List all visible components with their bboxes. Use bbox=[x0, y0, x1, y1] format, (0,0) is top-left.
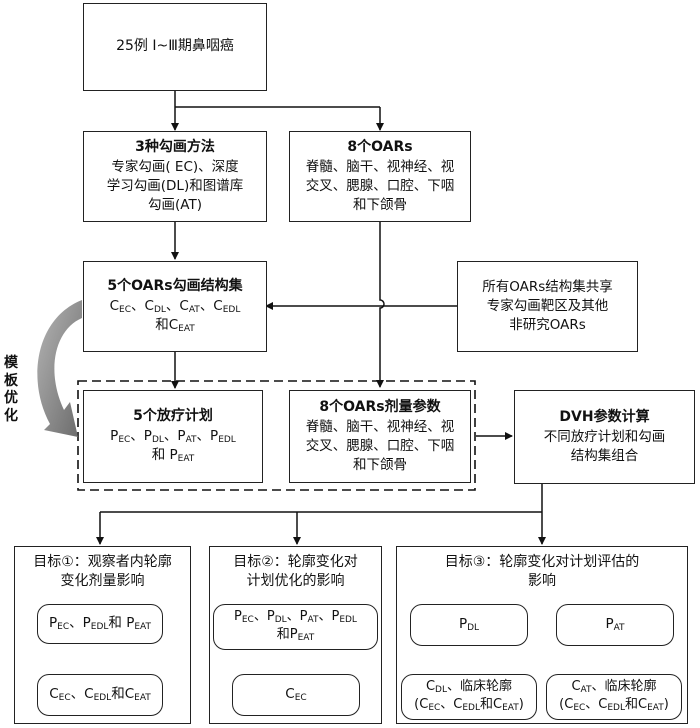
dose-title: 8个OARs剂量参数 bbox=[319, 399, 441, 416]
goal3-contours-dl: CDL、临床轮廓 (CEC、CEDL和CEAT) bbox=[401, 674, 537, 720]
oars-title: 8个OARs bbox=[347, 139, 413, 156]
oars-line: 和下颌骨 bbox=[353, 196, 407, 213]
dvh-line: 结构集组合 bbox=[570, 447, 639, 464]
goal3-plan-at: PAT bbox=[556, 604, 674, 646]
arrow-to-dose bbox=[376, 222, 385, 388]
shared-line: 专家勾画靶区及其他 bbox=[486, 298, 609, 315]
goal2-title: 目标②：轮廓变化对计划优化的影响 bbox=[233, 554, 358, 589]
methods-line: 专家勾画( EC)、深度 bbox=[111, 158, 239, 175]
dvh-title: DVH参数计算 bbox=[559, 409, 650, 426]
goal1-title: 目标①：观察者内轮廓变化剂量影响 bbox=[33, 554, 172, 589]
structsets-box: 5个OARs勾画结构集 CEC、CDL、CAT、CEDL 和CEAT bbox=[83, 261, 267, 352]
curved-arrow-icon bbox=[37, 300, 82, 437]
dose-line: 脊髓、脑干、视神经、视 bbox=[305, 418, 455, 435]
side-label: 模板 优化 bbox=[4, 355, 18, 424]
structsets-line1: CEC、CDL、CAT、CEDL bbox=[109, 297, 241, 315]
shared-box: 所有OARs结构集共享 专家勾画靶区及其他 非研究OARs bbox=[457, 261, 638, 352]
methods-line: 学习勾画(DL)和图谱库 bbox=[106, 177, 244, 194]
dose-line: 交叉、腮腺、口腔、下咽 bbox=[305, 437, 455, 454]
dose-line: 和下颌骨 bbox=[353, 456, 407, 473]
goal2-contours: CEC bbox=[232, 674, 360, 716]
methods-box: 3种勾画方法 专家勾画( EC)、深度 学习勾画(DL)和图谱库 勾画(AT) bbox=[83, 131, 267, 222]
goal2-plans: PEC、PDL、PAT、PEDL 和PEAT bbox=[213, 604, 378, 650]
goal1-plans: PEC、PEDL和 PEAT bbox=[37, 604, 163, 644]
structsets-line2: 和CEAT bbox=[155, 317, 195, 335]
shared-line: 非研究OARs bbox=[509, 316, 586, 333]
dvh-line: 不同放疗计划和勾画 bbox=[543, 428, 666, 445]
goal1-contours: CEC、CEDL和CEAT bbox=[37, 674, 163, 716]
oars-line: 交叉、腮腺、口腔、下咽 bbox=[305, 177, 455, 194]
plans-title: 5个放疗计划 bbox=[133, 408, 213, 425]
structsets-title: 5个OARs勾画结构集 bbox=[107, 278, 243, 295]
goal3-title: 目标③：轮廓变化对计划评估的影响 bbox=[444, 554, 640, 589]
oars-line: 脊髓、脑干、视神经、视 bbox=[305, 158, 455, 175]
dose-box: 8个OARs剂量参数 脊髓、脑干、视神经、视 交叉、腮腺、口腔、下咽 和下颌骨 bbox=[289, 390, 471, 483]
shared-line: 所有OARs结构集共享 bbox=[482, 279, 613, 296]
plans-line2: 和 PEAT bbox=[151, 447, 195, 465]
oars-box: 8个OARs 脊髓、脑干、视神经、视 交叉、腮腺、口腔、下咽 和下颌骨 bbox=[289, 131, 471, 222]
goal3-contours-at: CAT、临床轮廓 (CEC、CEDL和CEAT) bbox=[546, 674, 682, 720]
dvh-box: DVH参数计算 不同放疗计划和勾画 结构集组合 bbox=[514, 390, 695, 484]
methods-line: 勾画(AT) bbox=[148, 196, 202, 213]
goal3-plan-dl: PDL bbox=[410, 604, 528, 646]
plans-line1: PEC、PDL、PAT、PEDL bbox=[110, 427, 236, 445]
methods-title: 3种勾画方法 bbox=[135, 139, 215, 156]
start-label: 25例 Ⅰ~Ⅲ期鼻咽癌 bbox=[116, 38, 234, 55]
start-box: 25例 Ⅰ~Ⅲ期鼻咽癌 bbox=[83, 3, 267, 91]
plans-box: 5个放疗计划 PEC、PDL、PAT、PEDL 和 PEAT bbox=[83, 390, 263, 483]
dashed-group-frame bbox=[77, 380, 476, 491]
